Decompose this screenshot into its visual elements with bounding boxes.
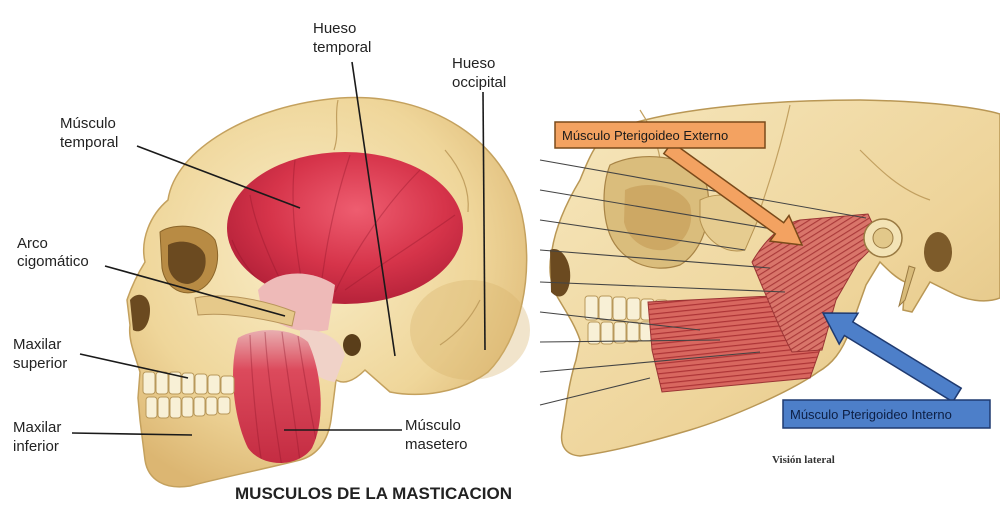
tooth bbox=[220, 375, 235, 395]
upper-teeth bbox=[142, 371, 235, 395]
caption-vision-lateral: Visión lateral bbox=[772, 454, 835, 466]
callout-box-pterigoideo-externo bbox=[554, 121, 766, 149]
leader-line-right bbox=[539, 249, 771, 269]
tooth bbox=[169, 396, 182, 419]
label-maxilar-superior-line1: Maxilar bbox=[13, 336, 61, 353]
tooth bbox=[626, 321, 640, 343]
label-musculo-masetero-line2: masetero bbox=[405, 436, 468, 453]
right-figure: Músculo Pterigoideo Externo Músculo Pter… bbox=[539, 99, 1000, 466]
tooth bbox=[193, 396, 206, 417]
left-figure: Hueso temporal Hueso occipital Músculo t… bbox=[13, 20, 530, 488]
left-orbit-shadow bbox=[168, 241, 206, 284]
tooth bbox=[217, 396, 231, 415]
tooth bbox=[600, 321, 614, 345]
label-maxilar-superior-line2: superior bbox=[13, 355, 67, 372]
leader-line-maxilar-superior bbox=[79, 353, 189, 379]
tooth bbox=[145, 396, 158, 419]
arrow-pterigoideo-externo bbox=[662, 141, 804, 246]
tooth bbox=[626, 297, 641, 321]
leader-line-hueso-temporal bbox=[351, 61, 396, 357]
callout-box-pterigoideo-interno bbox=[782, 399, 991, 429]
right-suture-lambdoid bbox=[859, 149, 931, 201]
muscle-fiber bbox=[281, 331, 301, 463]
callout-text-pterigoideo-interno: Músculo Pterigoideo Interno bbox=[790, 407, 952, 422]
skull-back-shading bbox=[410, 280, 530, 380]
leader-line-right bbox=[539, 189, 791, 233]
label-musculo-temporal-line2: temporal bbox=[60, 134, 118, 151]
leader-line-right bbox=[539, 159, 867, 219]
leader-line-right bbox=[539, 377, 651, 406]
label-musculo-temporal-line1: Músculo bbox=[60, 115, 116, 132]
pterygoid-externo-muscle bbox=[751, 213, 881, 353]
label-musculo-masetero-line1: Músculo bbox=[405, 417, 461, 434]
muscle-fiber bbox=[264, 331, 283, 463]
lower-teeth bbox=[145, 396, 231, 419]
leader-line-hueso-occipital bbox=[482, 91, 486, 351]
styloid-process bbox=[898, 265, 916, 308]
leader-line-right bbox=[539, 311, 701, 331]
leader-line-right bbox=[539, 351, 761, 373]
label-maxilar-inferior-line2: inferior bbox=[13, 438, 59, 455]
right-suture-squamosal bbox=[759, 104, 791, 211]
leader-line-right bbox=[539, 339, 721, 343]
right-orbit-shadow bbox=[624, 185, 692, 251]
tooth bbox=[584, 295, 599, 321]
tooth bbox=[205, 396, 218, 416]
tooth bbox=[142, 371, 156, 395]
right-ear-canal bbox=[924, 232, 952, 272]
label-hueso-temporal-line2: temporal bbox=[313, 39, 371, 56]
page-title: MUSCULOS DE LA MASTICACION bbox=[235, 484, 512, 503]
muscle-fiber bbox=[249, 334, 263, 463]
callout-text-pterigoideo-externo: Músculo Pterigoideo Externo bbox=[562, 128, 728, 143]
tooth bbox=[612, 296, 627, 321]
label-hueso-occipital-line2: occipital bbox=[452, 74, 506, 91]
label-arco-cigomatico-line2: cigomático bbox=[17, 253, 89, 270]
tooth bbox=[181, 372, 195, 395]
lambdoid-suture bbox=[439, 299, 481, 346]
leader-line-maxilar-inferior bbox=[71, 432, 193, 436]
coronal-suture bbox=[333, 99, 339, 151]
label-hueso-temporal-line1: Hueso bbox=[313, 20, 356, 37]
tooth bbox=[598, 295, 613, 321]
tooth bbox=[157, 396, 170, 419]
right-nasal-aperture bbox=[550, 249, 571, 297]
label-maxilar-inferior-line1: Maxilar bbox=[13, 419, 61, 436]
tooth bbox=[181, 396, 194, 418]
zygomatic-arch bbox=[194, 295, 296, 327]
tooth bbox=[613, 321, 627, 344]
muscle-fiber bbox=[344, 214, 456, 291]
tooth bbox=[587, 321, 601, 345]
external-auditory-meatus bbox=[343, 334, 361, 356]
left-nasal-aperture bbox=[130, 294, 150, 332]
leader-line-right bbox=[539, 219, 746, 251]
tooth bbox=[155, 371, 169, 395]
label-arco-cigomatico-line1: Arco bbox=[17, 235, 48, 252]
muscle-fiber bbox=[334, 169, 421, 293]
tooth bbox=[168, 371, 182, 395]
leader-line-arco-cigomatico bbox=[104, 265, 286, 317]
tooth bbox=[207, 374, 221, 395]
leader-line-right bbox=[539, 281, 786, 293]
leader-line-musculo-temporal bbox=[136, 145, 301, 209]
mandibular-condyle bbox=[872, 227, 894, 249]
label-hueso-occipital-line1: Hueso bbox=[452, 55, 495, 72]
arrow-pterigoideo-interno bbox=[821, 312, 963, 403]
temporal-muscle bbox=[227, 152, 463, 304]
tooth bbox=[194, 373, 208, 395]
squamosal-suture bbox=[444, 149, 469, 213]
